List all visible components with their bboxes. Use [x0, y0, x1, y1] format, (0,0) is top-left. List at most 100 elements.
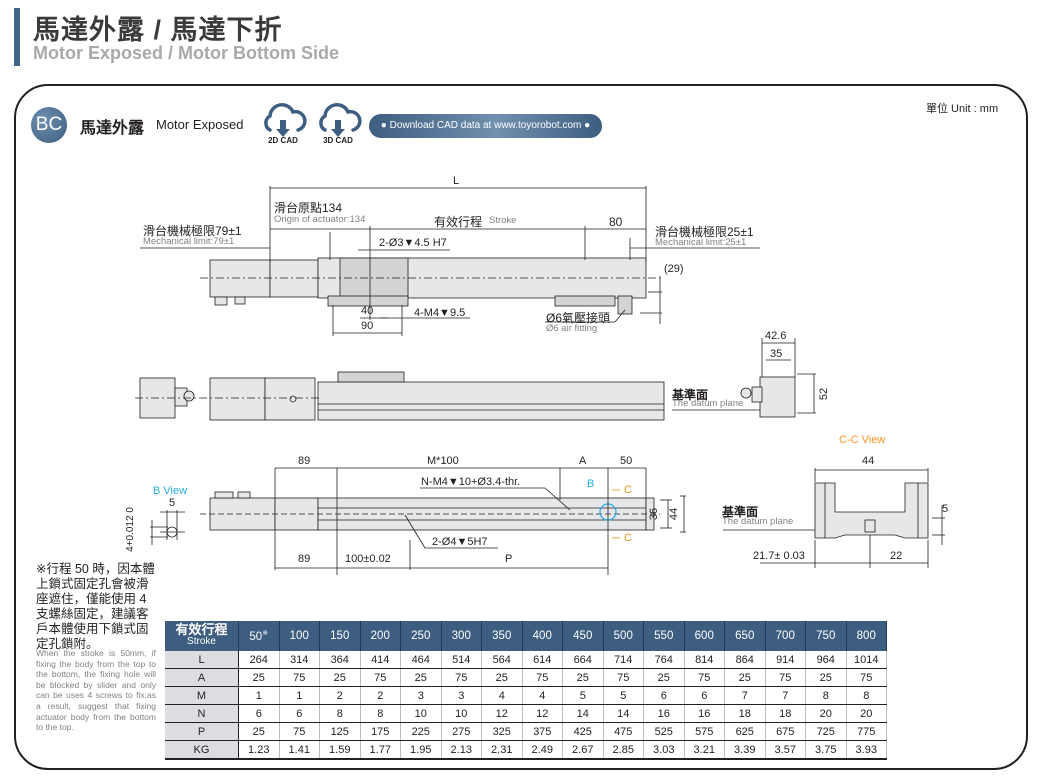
- table-cell: 6: [238, 704, 280, 723]
- stroke-col-header: 200: [360, 621, 401, 651]
- download-cad-label: Download CAD data at www.toyorobot.com: [389, 120, 582, 131]
- table-cell: 2.85: [603, 740, 644, 760]
- table-cell: 625: [724, 722, 766, 741]
- table-cell: 16: [684, 704, 725, 723]
- origin-label-en: Origin of actuator:134: [274, 214, 366, 225]
- table-cell: 75: [765, 668, 806, 687]
- cad-3d-button[interactable]: [313, 100, 363, 150]
- table-cell: 16: [643, 704, 685, 723]
- dim-90: 90: [361, 320, 374, 332]
- screw-spec: 4-M4▼9.5: [414, 307, 466, 319]
- pin-hole-spec: 2-Ø3▼4.5 H7: [379, 237, 447, 249]
- table-cell: 964: [805, 651, 847, 669]
- note-mark: ※: [262, 630, 269, 638]
- mech-limit-left-zh: 滑台機械極限79±1: [143, 224, 242, 238]
- stroke-header-en: Stroke: [187, 636, 216, 647]
- side-view-profile: [672, 338, 816, 418]
- row-label: P: [165, 722, 239, 741]
- table-cell: 475: [603, 722, 644, 741]
- table-cell: 12: [522, 704, 563, 723]
- table-cell: 4: [522, 686, 563, 705]
- row-label: M: [165, 686, 239, 705]
- dim-89-top: 89: [298, 455, 311, 467]
- mech-limit-right-zh: 滑台機械極限25±1: [655, 225, 754, 239]
- table-cell: 514: [441, 651, 482, 669]
- table-cell: 225: [400, 722, 442, 741]
- cad-2d-button[interactable]: [258, 100, 308, 150]
- cad-2d-label: 2D CAD: [268, 136, 298, 145]
- table-cell: 725: [805, 722, 847, 741]
- dim-52: 52: [818, 387, 831, 401]
- table-cell: 8: [805, 686, 847, 705]
- table-cell: 3.57: [765, 740, 806, 760]
- download-cad-link[interactable]: ● Download CAD data at www.toyorobot.com…: [369, 114, 602, 138]
- stroke-header-zh: 有效行程: [175, 622, 228, 637]
- table-cell: 775: [846, 722, 887, 741]
- table-cell: 8: [319, 704, 361, 723]
- bullet-icon: ●: [380, 120, 390, 131]
- stroke-note-en: When the stroke is 50mm, if fixing the b…: [36, 648, 156, 733]
- table-cell: 2.31: [481, 740, 523, 760]
- bottom-view-actuator: [200, 491, 660, 531]
- stroke-col-header: 400: [522, 621, 563, 651]
- table-cell: 525: [643, 722, 685, 741]
- stroke-col-header: 300: [441, 621, 482, 651]
- cloud-download-icon: [264, 103, 307, 137]
- stroke-col-header: 500: [603, 621, 644, 651]
- table-cell: 664: [562, 651, 604, 669]
- cloud-download-icon: [319, 103, 362, 137]
- dim-35: 35: [770, 348, 783, 360]
- dim-P: P: [505, 553, 513, 565]
- table-cell: 275: [441, 722, 482, 741]
- table-cell: 414: [360, 651, 401, 669]
- table-cell: 25: [562, 668, 604, 687]
- stroke-label-zh: 有效行程: [434, 215, 483, 229]
- table-cell: 264: [238, 651, 280, 669]
- table-cell: 25: [238, 668, 280, 687]
- table-cell: 814: [684, 651, 725, 669]
- table-cell: 914: [765, 651, 806, 669]
- stroke-note-zh: ※行程 50 時，因本體上鎖式固定孔會被滑座遮住，僅能使用 4 支螺絲固定，建議…: [36, 562, 155, 651]
- dim-A: A: [579, 455, 587, 467]
- table-cell: 75: [603, 668, 644, 687]
- table-cell: 18: [724, 704, 766, 723]
- b-marker: B: [587, 478, 595, 490]
- table-cell: 5: [603, 686, 644, 705]
- row-label: A: [165, 668, 239, 687]
- table-cell: 5: [562, 686, 604, 705]
- table-cell: 25: [481, 668, 523, 687]
- dim-m100: M*100: [427, 455, 459, 467]
- table-cell: 25: [805, 668, 847, 687]
- table-cell: 75: [846, 668, 887, 687]
- unit-label: 單位 Unit : mm: [926, 103, 999, 115]
- table-cell: 864: [724, 651, 766, 669]
- table-cell: 575: [684, 722, 725, 741]
- dim-36: 36: [648, 507, 661, 521]
- table-cell: 3.21: [684, 740, 725, 760]
- table-cell: 6: [279, 704, 320, 723]
- table-cell: 25: [400, 668, 442, 687]
- air-fitting-en: Ø6 air fitting: [546, 323, 598, 334]
- stroke-col-header: 50※: [238, 621, 280, 651]
- stroke-col-header: 350: [481, 621, 523, 651]
- cad-3d-label: 3D CAD: [323, 136, 353, 145]
- cc-datum-en: The datum plane: [722, 516, 794, 527]
- table-cell: 75: [522, 668, 563, 687]
- b-view-dim-5: 5: [169, 497, 176, 509]
- table-cell: 4: [481, 686, 523, 705]
- table-cell: 714: [603, 651, 644, 669]
- table-cell: 325: [481, 722, 523, 741]
- table-cell: 2: [319, 686, 361, 705]
- table-cell: 175: [360, 722, 401, 741]
- table-cell: 2: [360, 686, 401, 705]
- dim-50: 50: [620, 455, 633, 467]
- table-cell: 25: [319, 668, 361, 687]
- b-view-title: B View: [153, 485, 188, 497]
